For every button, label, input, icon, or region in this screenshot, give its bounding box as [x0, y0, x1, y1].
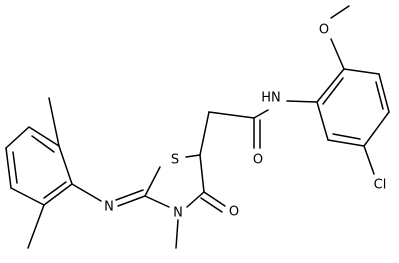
bond-c4-o-1 [203, 191, 226, 207]
bond-ring1-a [58, 145, 73, 185]
bond-ring1-f [43, 183, 73, 206]
bond-ring2-e [316, 101, 329, 141]
bond-ring2-b [378, 73, 390, 113]
bond-ring2-a [343, 68, 380, 75]
atom-o-carbonyl-ring: O [229, 205, 239, 220]
bond-s-c2 [144, 166, 161, 197]
bond-imine-1 [117, 195, 146, 207]
bond-ring1-e [10, 187, 45, 206]
bond-ring1-inner-3 [43, 181, 67, 199]
bond-n3-methyl [175, 219, 179, 249]
bond-ring2-f [316, 68, 345, 103]
atom-labels: O HN S O N N O Cl [104, 23, 386, 221]
atom-n-ring: N [173, 206, 183, 221]
bond-o-aryl [330, 38, 345, 70]
bond-c2-n3 [144, 195, 170, 208]
bond-ring1-b [28, 126, 60, 147]
bonds [5, 5, 390, 249]
bond-ring1-d [5, 147, 12, 189]
bond-n-aryl [71, 183, 102, 202]
bond-c4-o-2 [200, 197, 223, 213]
bond-methyl-o [330, 5, 350, 19]
bond-ring2-inner-1 [375, 81, 384, 110]
bond-n3-c4 [186, 191, 205, 208]
atom-cl: Cl [374, 178, 387, 193]
atom-nh-amide: HN [261, 91, 281, 106]
bond-ring1-methyl-top [48, 97, 60, 147]
bond-ring2-d [327, 139, 365, 147]
bond-ring-cl [363, 145, 375, 175]
atom-o-methoxy: O [319, 23, 329, 38]
bond-ring2-c [363, 111, 390, 147]
bond-co-ch2 [208, 111, 255, 119]
bond-ring1-c [5, 126, 30, 149]
bond-ring2-inner-2 [332, 133, 361, 140]
atom-s-ring: S [171, 153, 179, 168]
bond-imine-2 [115, 189, 144, 201]
atom-n-imine: N [104, 200, 114, 215]
bond-ring1-inner-1 [31, 135, 55, 153]
bond-ring1-inner-2 [12, 151, 18, 184]
bond-aryl-n [286, 100, 318, 103]
bond-ch2-ring [199, 111, 210, 156]
atom-o-carbonyl-amide: O [253, 153, 263, 168]
bond-ring1-methyl-bottom [27, 204, 45, 249]
bond-n-co [253, 109, 269, 119]
bond-ring2-inner-3 [322, 77, 344, 105]
bond-c4-c5 [199, 154, 205, 193]
bond-c5-s [185, 154, 201, 158]
